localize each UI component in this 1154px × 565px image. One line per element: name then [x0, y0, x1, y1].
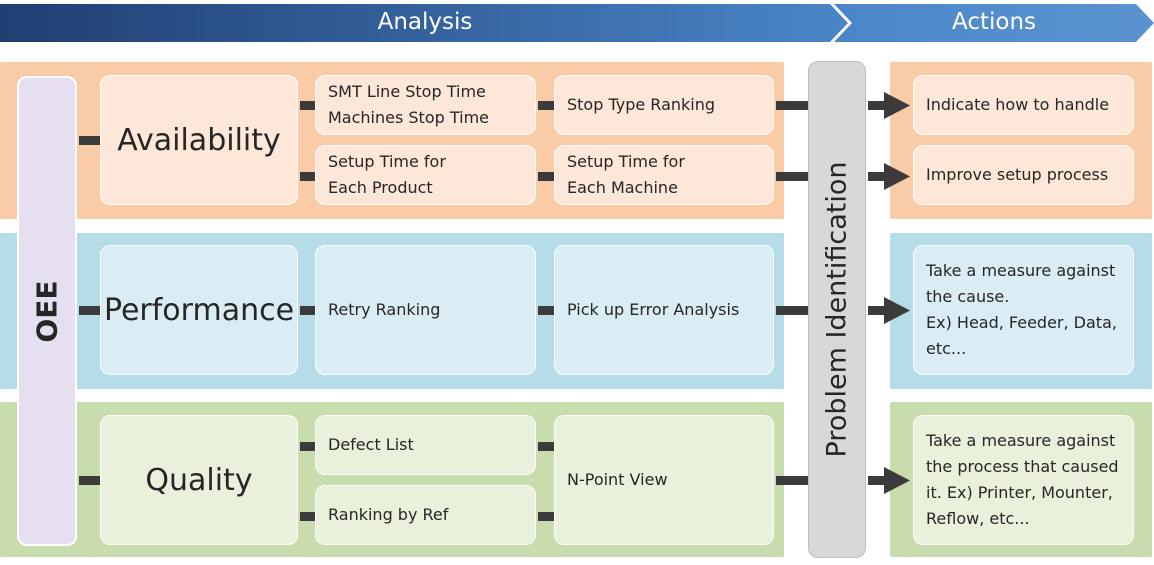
problem-identification-label: Problem Identification	[821, 161, 853, 458]
arrow-right-icon	[868, 297, 910, 324]
stop-type-ranking-box: Stop Type Ranking	[554, 75, 774, 135]
defect-list-box: Defect List	[315, 415, 536, 475]
connector	[776, 476, 808, 485]
ranking-by-ref-box: Ranking by Ref	[315, 485, 536, 545]
quality-box: Quality	[100, 415, 298, 545]
connector	[79, 476, 100, 485]
action-quality: Take a measure against the process that …	[913, 415, 1134, 545]
actions-header: Actions	[951, 9, 1036, 35]
actions-chevron	[834, 4, 1154, 42]
connector	[776, 172, 808, 181]
arrows-layer	[868, 92, 910, 494]
performance-box: Performance	[100, 245, 298, 375]
availability-box: Availability	[100, 75, 298, 205]
arrow-right-icon	[868, 163, 910, 190]
pickup-error-box: Pick up Error Analysis	[554, 245, 774, 375]
connector	[776, 101, 808, 110]
retry-ranking-box: Retry Ranking	[315, 245, 536, 375]
arrow-right-icon	[868, 92, 910, 119]
connector	[538, 306, 554, 315]
connector	[300, 101, 315, 110]
connector	[300, 512, 315, 521]
header-banner	[0, 4, 1154, 42]
oee-label: OEE	[30, 279, 64, 343]
connector	[300, 306, 315, 315]
analysis-header: Analysis	[377, 9, 473, 35]
connector	[538, 442, 554, 451]
connector	[538, 101, 554, 110]
action-performance: Take a measure against the cause. Ex) He…	[913, 245, 1134, 375]
connector	[300, 172, 315, 181]
oee-bar	[17, 76, 77, 546]
connector	[79, 306, 100, 315]
action-indicate-handle: Indicate how to handle	[913, 75, 1134, 135]
action-improve-setup: Improve setup process	[913, 145, 1134, 205]
connector	[538, 172, 554, 181]
analysis-chevron	[0, 4, 848, 42]
connector	[79, 136, 100, 145]
npoint-view-box: N-Point View	[554, 415, 774, 545]
connector	[776, 306, 808, 315]
connector	[538, 512, 554, 521]
problem-identification-bar	[808, 61, 866, 558]
connector	[300, 442, 315, 451]
arrow-right-icon	[868, 467, 910, 494]
